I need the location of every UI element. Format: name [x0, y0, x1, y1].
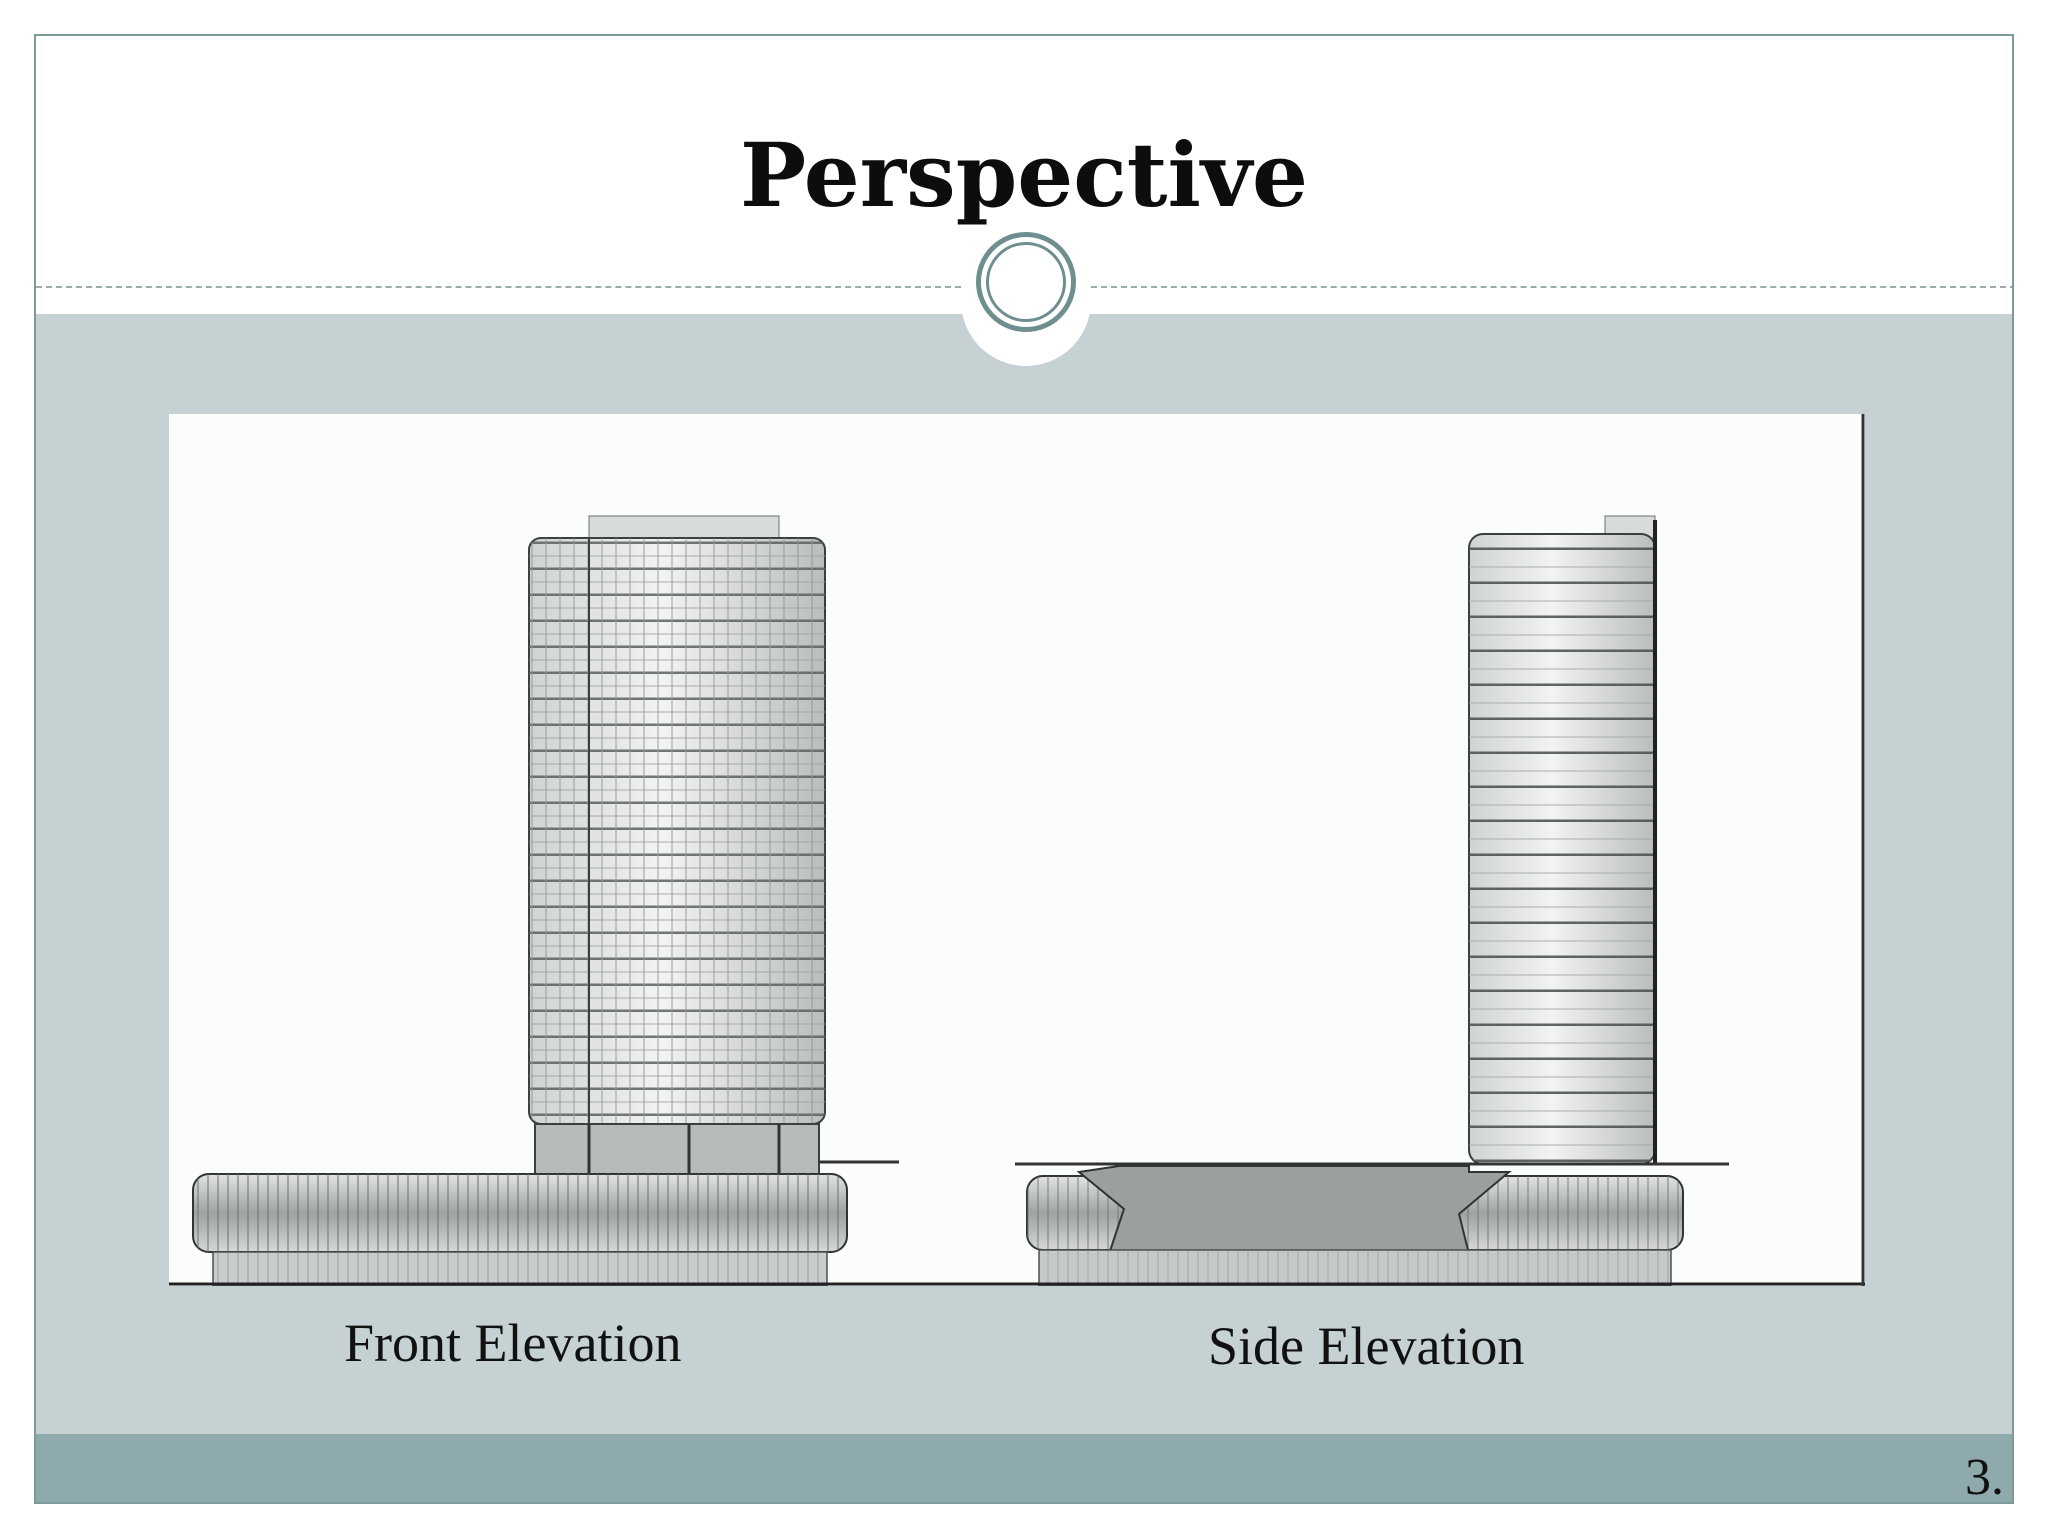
front-elevation-building [192, 515, 899, 1286]
side-elevation-building [1015, 515, 1729, 1286]
title-divider-right [1091, 286, 2012, 288]
page-number: 3. [1965, 1449, 2004, 1504]
elevation-drawing [169, 414, 1865, 1286]
front-elevation-caption: Front Elevation [344, 1313, 682, 1373]
divider-inner-ring-icon [986, 242, 1066, 322]
slide-title: Perspective [739, 123, 1308, 227]
title-divider-left [36, 286, 961, 288]
footer-bar [36, 1434, 2012, 1502]
side-elevation-caption: Side Elevation [1208, 1316, 1525, 1376]
slide: Perspective [34, 34, 2014, 1504]
